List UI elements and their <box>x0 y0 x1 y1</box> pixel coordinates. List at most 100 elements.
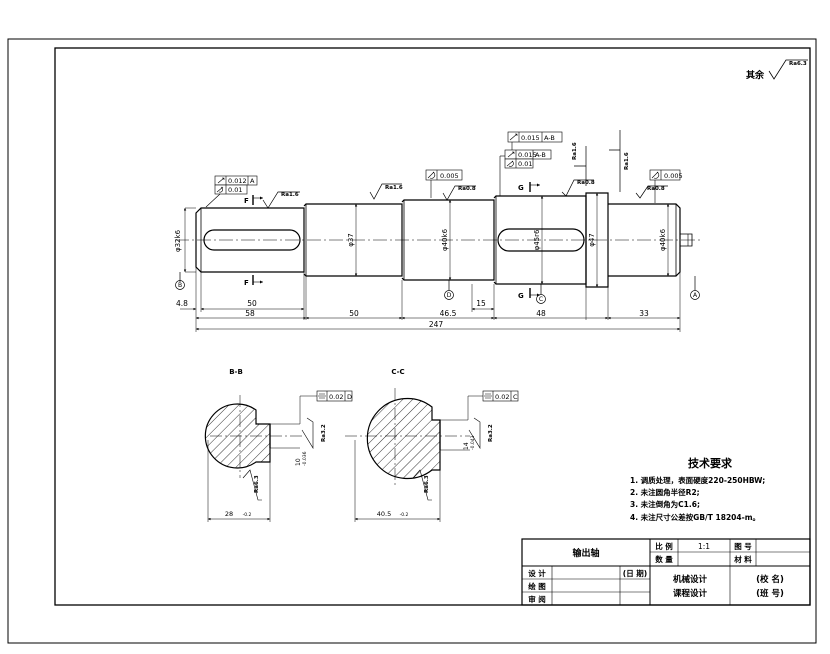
sec-c-rough-side: Ra3.2 <box>488 424 494 442</box>
shaft-main-view <box>175 192 702 288</box>
diameter-dims <box>183 193 670 287</box>
scale-label: 比 例 <box>655 541 673 551</box>
sec-b-depth: 10 <box>295 458 302 466</box>
general-roughness-label: 其余 <box>746 69 765 81</box>
section-cut-marks <box>252 182 531 298</box>
reviewer-label: 审 阅 <box>528 594 546 604</box>
dim-gap: 15 <box>476 299 486 308</box>
cylindricity-icon <box>216 186 224 193</box>
dim-seg2: 50 <box>349 309 359 318</box>
sec-c-width-tol: -0.2 <box>400 512 409 518</box>
part-name: 输出轴 <box>572 547 599 559</box>
datum-d-letter: D <box>447 292 452 299</box>
technical-requirements: 技术要求 1. 调质处理，表面硬度220-250HBW; 2. 未注圆角半径R2… <box>630 456 765 522</box>
rough-shaft-right-vert: Ra1.6 <box>624 152 630 170</box>
sec-c-depth: 14 <box>463 442 470 450</box>
date-label: (日 期) <box>623 568 647 578</box>
left-runout-value: 0.012 <box>228 177 247 185</box>
sec-b-rough-side: Ra3.2 <box>321 424 327 442</box>
key-runout-datum: A-B <box>544 134 555 142</box>
symmetry-icon-2 <box>484 393 492 399</box>
drawing-no-label: 图 号 <box>734 542 752 551</box>
class-label: (班 号) <box>756 588 784 599</box>
keyway-1 <box>203 229 301 251</box>
project-label: 课程设计 <box>673 588 708 599</box>
datum-b-letter: B <box>178 282 182 289</box>
rough-key-g-vert: Ra1.6 <box>572 142 578 160</box>
sec-b-sym-value: 0.02 <box>329 393 343 401</box>
sec-b-rough-bottom: Ra6.3 <box>254 475 260 493</box>
key2-cyl-value: 0.01 <box>518 160 532 168</box>
course-label: 机械设计 <box>673 574 708 585</box>
cylindricity-icon-4 <box>651 171 660 179</box>
material-label: 材 料 <box>734 554 752 564</box>
inner-frame <box>54 47 811 606</box>
dim-overall: 247 <box>429 320 444 329</box>
section-g-bottom: G <box>518 292 524 300</box>
diameter-5: φ47 <box>588 233 596 247</box>
diameter-4: φ45r6 <box>533 229 541 250</box>
dim-seg4: 48 <box>536 309 546 318</box>
runout-icon <box>217 177 225 184</box>
section-g-top: G <box>518 184 524 192</box>
diameter-3: φ40k6 <box>441 228 449 251</box>
sec-c-rough-bottom: Ra6.3 <box>424 475 430 493</box>
tolerance-frames <box>205 131 681 208</box>
rough-key-g-top: Ra0.8 <box>577 180 595 186</box>
requirement-2: 2. 未注圆角半径R2; <box>630 487 700 497</box>
datum-a-letter: A <box>693 292 698 299</box>
requirements-title: 技术要求 <box>688 456 733 470</box>
sec-b-sym-datum: D <box>347 393 352 401</box>
cylindricity-icon-2 <box>427 171 436 179</box>
mid-cyl-value: 0.005 <box>440 172 459 180</box>
diameter-6: φ40k6 <box>659 228 667 251</box>
section-b-title: B-B <box>229 368 243 376</box>
dim-seg1: 58 <box>245 309 255 318</box>
shaft-roughness-symbols <box>262 130 668 209</box>
school-label: (校 名) <box>756 574 784 585</box>
general-roughness: 其余 Ra6.3 <box>746 59 808 81</box>
scale-value: 1:1 <box>698 542 710 551</box>
center-hole <box>680 233 693 247</box>
requirement-3: 3. 未注倒角为C1.6; <box>630 499 700 509</box>
general-roughness-value: Ra6.3 <box>789 61 807 67</box>
datum-symbols <box>175 272 700 304</box>
diameter-1: φ32k6 <box>174 229 182 252</box>
title-block <box>521 538 811 606</box>
datum-c-icon <box>536 294 546 304</box>
cylindricity-icon-3 <box>506 160 514 167</box>
left-runout-datum: A <box>250 177 255 185</box>
diameter-2: φ37 <box>347 233 355 247</box>
datum-d-icon <box>444 290 454 300</box>
section-f-top: F <box>244 197 249 205</box>
sec-b-width: 28 <box>225 510 233 518</box>
sec-c-depth-tol: -0.043 <box>470 435 476 450</box>
sec-c-sym-datum: C <box>513 393 518 401</box>
requirement-4: 4. 未注尺寸公差按GB/T 18204-m。 <box>630 512 760 522</box>
left-cyl-value: 0.01 <box>228 186 242 194</box>
rough-shaft-left: Ra1.6 <box>281 192 299 198</box>
key2-runout-datum: A-B <box>535 151 546 159</box>
dim-key1: 50 <box>247 299 257 308</box>
dim-chamfer-left: 4.8 <box>176 299 188 308</box>
length-dims <box>180 267 681 332</box>
datum-c-letter: C <box>539 296 543 303</box>
outer-frame <box>7 38 817 644</box>
designer-label: 设 计 <box>528 568 546 578</box>
qty-label: 数 量 <box>655 554 673 564</box>
section-b-view: B-B 0.02 D Ra3.2 Ra6.3 10 -0.036 28 -0.2 <box>204 368 353 522</box>
rough-shaft-right-top: Ra0.8 <box>647 186 665 192</box>
sec-b-depth-tol: -0.036 <box>302 451 308 466</box>
dim-seg3: 46.5 <box>440 309 457 318</box>
rough-shaft-mid: Ra0.8 <box>458 186 476 192</box>
sec-c-width: 40.5 <box>377 510 391 518</box>
section-c-title: C-C <box>391 368 404 376</box>
sec-c-sym-value: 0.02 <box>495 393 509 401</box>
datum-a-icon <box>690 290 700 300</box>
roughness-symbol-icon <box>768 59 808 80</box>
shaft-segment-6 <box>608 203 681 277</box>
right-cyl-value: 0.005 <box>664 172 683 180</box>
runout-icon-3 <box>507 151 515 158</box>
